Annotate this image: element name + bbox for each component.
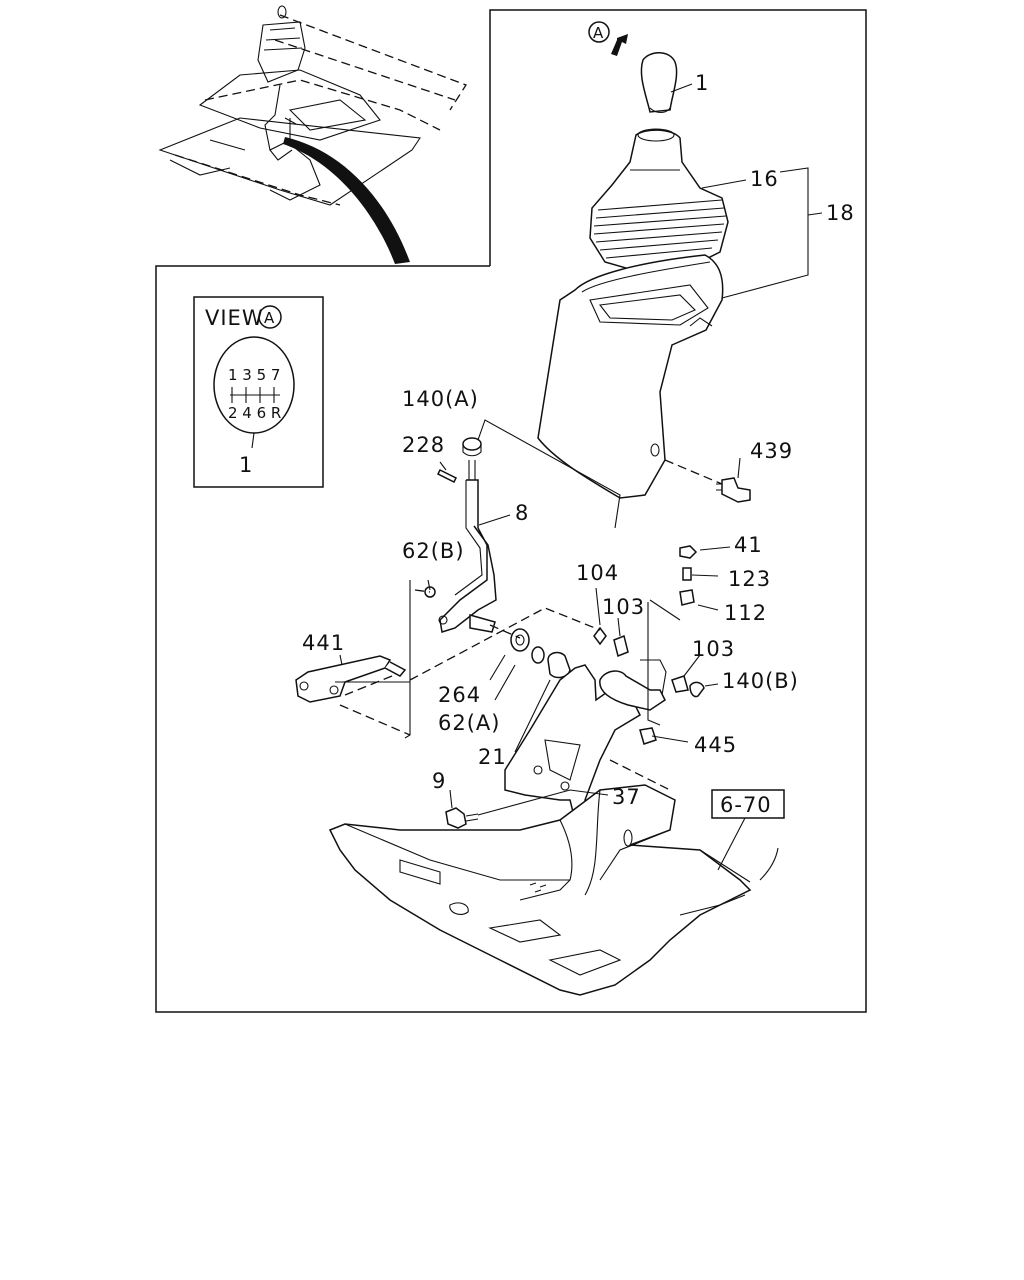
callout-16: 16	[750, 167, 779, 191]
callout-1: 1	[695, 71, 709, 95]
view-title: VIEW	[205, 306, 264, 330]
console-cover	[537, 254, 724, 499]
view-a-box: VIEW A 1 3 5 7 2 4 6 R 1	[193, 296, 324, 488]
callout-104: 104	[576, 561, 619, 585]
arrow-marker: A	[593, 24, 604, 42]
callout-8: 8	[515, 501, 529, 525]
view-circle-marker	[258, 305, 282, 329]
view-arrow: A	[588, 21, 628, 56]
callout-264: 264	[438, 683, 481, 707]
callout-103-lower: 103	[692, 637, 735, 661]
callout-439: 439	[750, 439, 793, 463]
callout-62a: 62(A)	[438, 711, 500, 735]
callout-21: 21	[478, 745, 507, 769]
view-callout: 1	[239, 453, 253, 477]
view-marker: A	[264, 309, 275, 327]
bracket-21	[504, 659, 667, 821]
shift-pattern-top: 1 3 5 7	[228, 366, 280, 384]
callout-41: 41	[734, 533, 763, 557]
callout-labels: 1 16 18 140(A) 228 439 8 62(B) 41 104 12…	[302, 71, 855, 819]
link-441	[295, 655, 410, 703]
callout-123: 123	[728, 567, 771, 591]
main-frame	[155, 9, 867, 1013]
callout-112: 112	[724, 601, 767, 625]
shift-knob	[640, 52, 678, 114]
callout-140a: 140(A)	[402, 387, 479, 411]
floor-panel	[328, 759, 779, 996]
reference-box	[711, 789, 785, 819]
bolt-439	[716, 477, 751, 503]
shift-lever	[438, 437, 497, 633]
callout-445: 445	[694, 733, 737, 757]
leader-lines	[339, 83, 823, 871]
shift-boot	[589, 128, 729, 273]
bolt-9	[445, 807, 479, 829]
callout-62b: 62(B)	[402, 539, 465, 563]
callout-18: 18	[826, 201, 855, 225]
callout-6-70: 6-70	[720, 793, 772, 817]
shift-pattern-bottom: 2 4 6 R	[228, 404, 281, 422]
callout-9: 9	[432, 769, 446, 793]
callout-140b: 140(B)	[722, 669, 799, 693]
inset-overview	[158, 5, 467, 264]
callout-228: 228	[402, 433, 445, 457]
small-parts	[424, 545, 705, 745]
pin-228	[436, 468, 458, 484]
callout-441: 441	[302, 631, 345, 655]
callout-103-upper: 103	[602, 595, 645, 619]
callout-37: 37	[612, 785, 641, 809]
